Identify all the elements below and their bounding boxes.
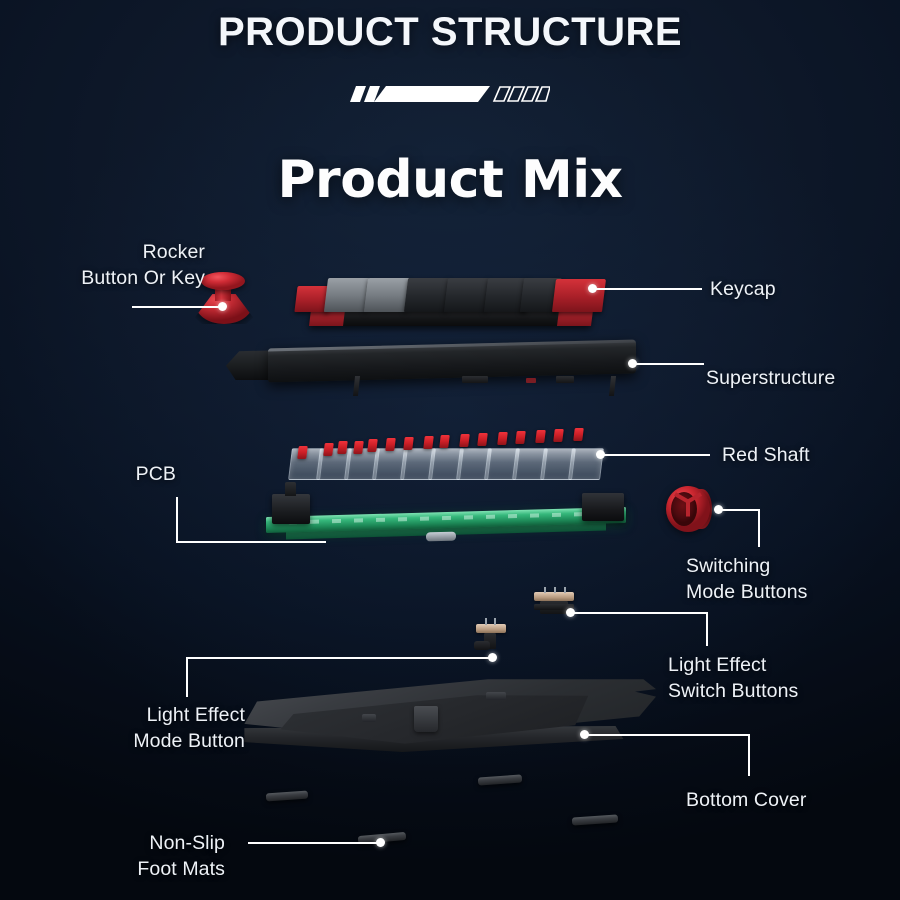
label-light-effect-switch-buttons: Light Effect Switch Buttons bbox=[668, 654, 799, 702]
label-keycap: Keycap bbox=[710, 278, 776, 300]
foot-mat bbox=[571, 814, 619, 826]
pcb-part bbox=[258, 482, 638, 556]
label-pcb: PCB bbox=[135, 463, 176, 485]
usb-c-port bbox=[426, 531, 456, 542]
dial-body bbox=[666, 486, 710, 532]
keycap-base-plate bbox=[309, 310, 593, 326]
light-effect-switch-buttons-part bbox=[534, 587, 576, 622]
pcb-module-right bbox=[582, 493, 624, 521]
label-rocker-button: Rocker Button Or Key bbox=[81, 241, 205, 289]
bottom-cover-part bbox=[236, 678, 656, 776]
pcb-module-left bbox=[272, 482, 310, 524]
keycap-row-part bbox=[294, 266, 607, 328]
label-switching-mode-buttons: Switching Mode Buttons bbox=[686, 555, 808, 603]
rocker-cap bbox=[201, 272, 245, 290]
light-effect-mode-button-part bbox=[474, 618, 510, 654]
foot-mat bbox=[477, 774, 523, 786]
label-red-shaft: Red Shaft bbox=[722, 444, 810, 466]
angled-bars-divider-icon bbox=[350, 80, 552, 108]
bottom-cover-clip bbox=[414, 706, 438, 732]
superstructure-body bbox=[268, 339, 636, 383]
label-superstructure: Superstructure bbox=[706, 367, 836, 389]
switching-mode-dial-part bbox=[666, 486, 722, 534]
label-non-slip-foot-mats: Non-Slip Foot Mats bbox=[137, 832, 225, 880]
page-subtitle: Product Mix bbox=[277, 150, 623, 210]
label-bottom-cover: Bottom Cover bbox=[686, 789, 807, 811]
foot-mat bbox=[265, 790, 309, 802]
red-shaft-switch-row-part bbox=[286, 424, 606, 486]
label-light-effect-mode-button: Light Effect Mode Button bbox=[133, 704, 245, 752]
page-title: PRODUCT STRUCTURE bbox=[217, 10, 683, 54]
superstructure-part bbox=[226, 338, 640, 404]
